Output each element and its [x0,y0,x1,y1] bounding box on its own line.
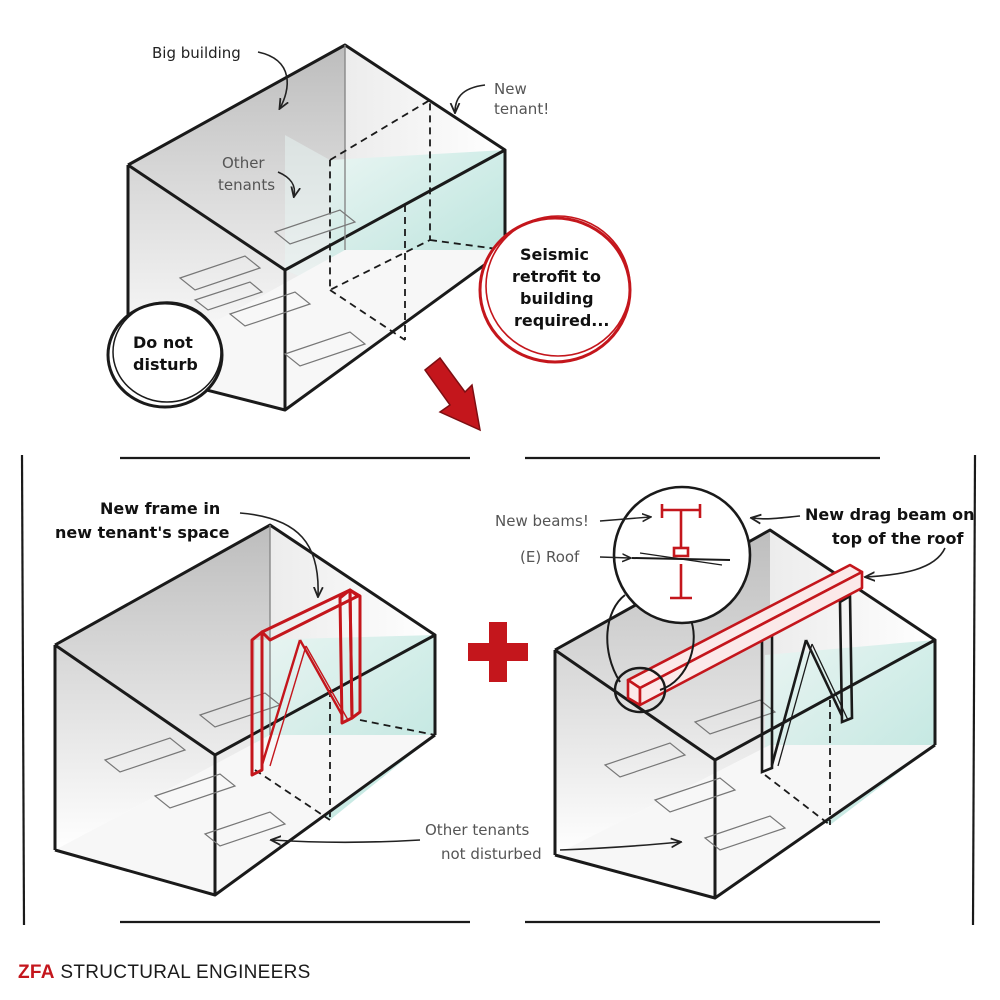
brand-logo-text: ZFA [18,962,55,983]
seismic-retrofit-bubble: Seismic retrofit to building required... [478,215,632,364]
other-tenants-callout: Other tenants not disturbed [272,821,680,863]
seismic-label-1: Seismic [520,245,589,264]
new-tenant-label-2: tenant! [494,100,549,118]
new-tenant-label-1: New [494,80,527,98]
existing-roof-label: (E) Roof [520,548,580,566]
desk-cluster-bottom-right [603,699,787,851]
seismic-label-2: retrofit to [512,267,601,286]
big-building-label: Big building [152,44,241,62]
desk-cluster-top [178,209,367,367]
i-beam-icon [660,504,702,600]
plus-icon [468,622,528,682]
bottom-left-building: New frame in new tenant's space [53,499,437,897]
bottom-right-building: New beams! (E) Roof New drag beam on top… [495,485,974,900]
other-tenants-label-1: Other [222,154,265,172]
new-frame-red [250,588,362,777]
company-name: STRUCTURAL ENGINEERS [60,962,311,983]
bottom-panel-frame [20,454,977,926]
drag-beam-label-2: top of the roof [832,529,965,548]
other-tenants-label-2: tenants [218,176,275,194]
disturb-label: disturb [133,355,198,374]
drag-beam-red [626,563,864,707]
new-frame-label-1: New frame in [100,499,220,518]
top-building: Big building New tenant! Other tenants [126,43,549,412]
do-not-disturb-bubble: Do not disturb [106,301,224,409]
seismic-label-3: building [520,289,594,308]
other-tenants-not-disturbed-2: not disturbed [441,845,542,863]
new-frame-label-2: new tenant's space [55,523,230,542]
new-beams-label: New beams! [495,512,589,530]
drag-beam-label-1: New drag beam on [805,505,974,524]
footer-brand: ZFA STRUCTURAL ENGINEERS [18,962,311,984]
other-tenants-not-disturbed-1: Other tenants [425,821,530,839]
transition-arrow-icon [423,356,481,432]
zoom-origin-circle [613,666,667,714]
seismic-label-4: required... [514,311,610,330]
do-not-label: Do not [133,333,193,352]
